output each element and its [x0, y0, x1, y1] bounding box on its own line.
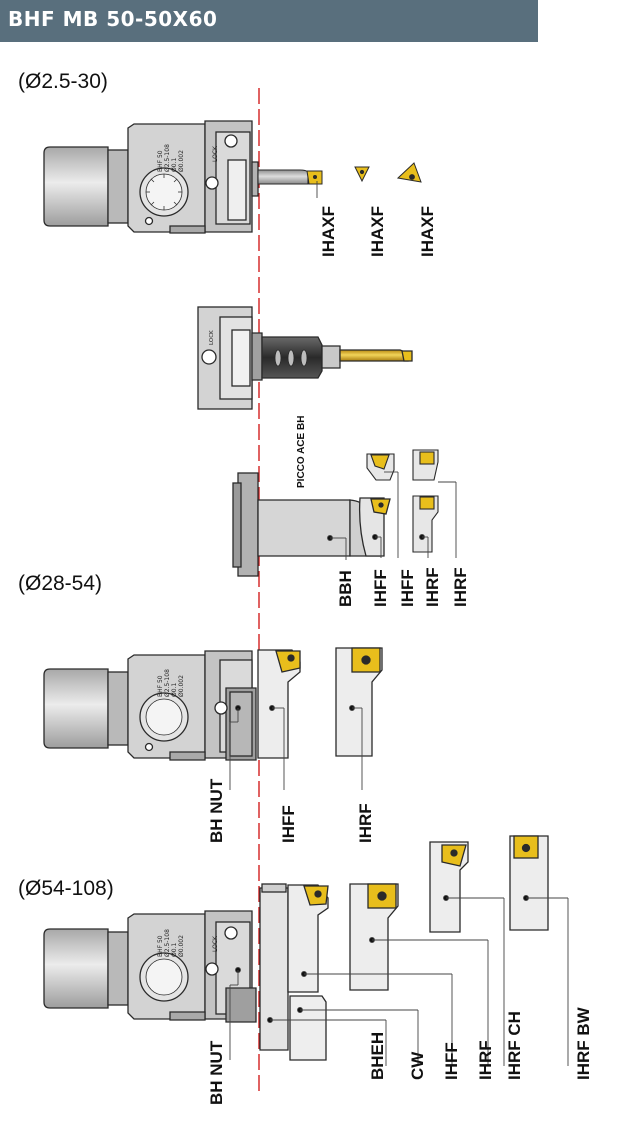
part-label-ihff-a: IHFF [371, 569, 390, 607]
part-label-bbh: BBH [336, 570, 355, 607]
header-band: BHF MB 50-50X60 [0, 0, 538, 42]
part-label-ihff-b: IHFF [398, 569, 417, 607]
lock-text-2: LOCK [209, 330, 215, 345]
leaders-s3 [229, 895, 569, 1066]
part-label-bh-nut-2: BH NUT [207, 778, 226, 843]
part-label-ihaxf-1: IHAXF [319, 206, 338, 257]
head-engraving-1: BHF 50 Ø2.5-108 Ø0.1 Ø0.002 [157, 142, 185, 172]
part-label-ihrf-ch: IHRF CH [505, 1011, 524, 1080]
head-engraving-2: BHF 50 Ø2.5-108 Ø0.1 Ø0.002 [157, 667, 185, 697]
leaders-s2 [229, 705, 363, 790]
boring-head-2 [43, 647, 383, 761]
boring-head-1 [43, 120, 259, 234]
section-label-large: (Ø54-108) [18, 877, 114, 900]
part-label-cw: CW [408, 1051, 427, 1080]
part-label-ihrf-bw: IHRF BW [574, 1007, 593, 1080]
part-label-ihrf-2: IHRF [356, 803, 375, 843]
dial-icon [146, 174, 182, 210]
section-label-medium: (Ø28-54) [18, 572, 103, 595]
part-label-ihrf-a: IHRF [423, 567, 442, 607]
lock-text-3: LOCK [212, 935, 219, 952]
lock-text-1: LOCK [212, 145, 219, 162]
part-label-ihff-3: IHFF [442, 1042, 461, 1080]
part-label-ihrf-b: IHRF [451, 567, 470, 607]
adapter-bbh [232, 472, 391, 577]
boring-bar-icon [257, 169, 323, 185]
part-label-picco: PICCO ACE BH [296, 415, 307, 488]
nut-flutes [274, 349, 308, 367]
leaders-s1c [327, 471, 457, 560]
part-label-ihrf-3: IHRF [476, 1040, 495, 1080]
insert-icon [354, 162, 422, 183]
page-title: BHF MB 50-50X60 [8, 7, 218, 31]
part-label-ihaxf-2: IHAXF [368, 206, 387, 257]
section-label-small: (Ø2.5-30) [18, 70, 108, 93]
head-engraving-3: BHF 50 Ø2.5-108 Ø0.1 Ø0.002 [157, 927, 185, 957]
boring-head-3 [43, 835, 549, 1061]
part-label-bheh: BHEH [368, 1031, 387, 1080]
part-label-ihaxf-3: IHAXF [418, 206, 437, 257]
part-label-bh-nut-3: BH NUT [207, 1040, 226, 1105]
part-label-ihff-2: IHFF [279, 805, 298, 843]
